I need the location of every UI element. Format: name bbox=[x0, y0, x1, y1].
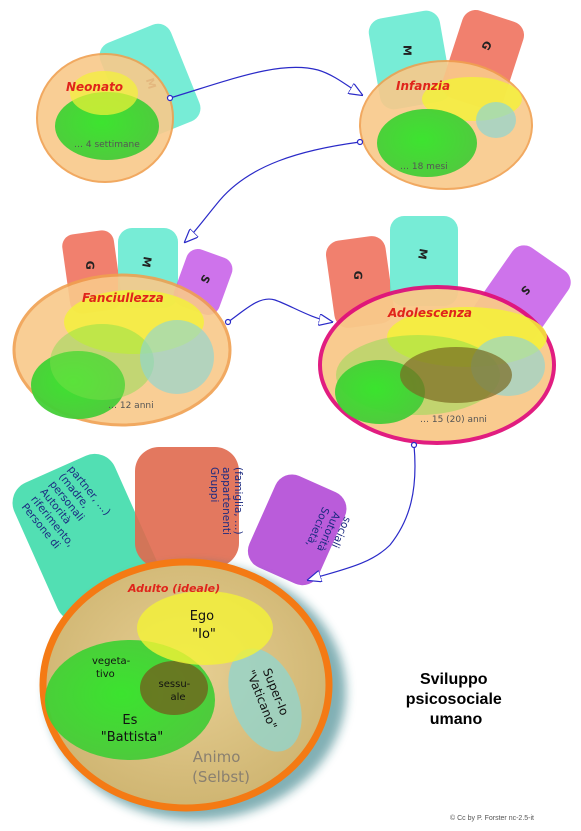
green-area bbox=[31, 351, 125, 419]
stage-title-adolescenza: Adolescenza bbox=[387, 306, 472, 320]
age-fanciullezza: … 12 anni bbox=[108, 401, 154, 411]
ego-label: Ego "Io" bbox=[190, 609, 219, 642]
tab-m-label: M bbox=[400, 45, 413, 56]
stage-fanciullezza: G M S Fanciullezza … 12 anni bbox=[12, 228, 233, 427]
super-io-area bbox=[228, 648, 302, 752]
adult-title: Adulto (ideale) bbox=[127, 582, 220, 595]
stage-adolescenza: G M S Adolescenza … 15 (20) anni bbox=[318, 216, 571, 445]
arrow-adolescenza-adulto bbox=[308, 444, 416, 580]
credit-text: © Cc by P. Forster nc-2.5-it bbox=[450, 814, 534, 822]
arrow-origin-dot bbox=[166, 94, 174, 102]
arrow-origin-dot bbox=[356, 138, 364, 146]
tab-g-label: G bbox=[351, 271, 364, 280]
stage-infanzia: M G Infanzia … 18 mesi bbox=[359, 10, 533, 190]
tab-m-adolescenza: M bbox=[390, 216, 458, 306]
green-area bbox=[377, 109, 477, 177]
teal-area bbox=[476, 102, 516, 138]
vegetativo-label: vegeta- tivo bbox=[92, 656, 133, 680]
teal-area bbox=[140, 320, 214, 394]
tab-societa-autorita: Società, Autorità sociali bbox=[247, 474, 353, 586]
es-label: Es "Battista" bbox=[101, 713, 164, 745]
arrow-fanciullezza-adolescenza bbox=[227, 298, 332, 322]
age-infanzia: … 18 mesi bbox=[400, 162, 448, 172]
ego-area bbox=[137, 591, 273, 665]
diagram-caption: Sviluppo psicosociale umano bbox=[406, 671, 507, 728]
stage-neonato: M Neonato … 4 settimane bbox=[36, 23, 201, 183]
green-area-faint bbox=[50, 324, 154, 400]
age-neonato: … 4 settimane bbox=[74, 140, 140, 150]
stage-title-infanzia: Infanzia bbox=[396, 79, 450, 93]
stage-title-neonato: Neonato bbox=[66, 80, 123, 94]
sessuale-label: sessu- ale bbox=[159, 679, 194, 703]
sessuale-area bbox=[140, 661, 208, 715]
stage-adulto: Persone di riferimento, Autorità persona… bbox=[12, 447, 353, 820]
animo-label: Animo (Selbst) bbox=[192, 748, 250, 786]
arrow-origin-dot bbox=[224, 318, 232, 326]
tab-m-label: M bbox=[415, 247, 430, 260]
arrow-infanzia-fanciullezza bbox=[185, 141, 361, 242]
tab-g-label: G bbox=[83, 261, 96, 270]
stage-title-fanciullezza: Fanciullezza bbox=[82, 291, 164, 305]
dark-overlap-area bbox=[400, 347, 512, 403]
arrow-origin-dot bbox=[410, 441, 418, 449]
arrows bbox=[166, 66, 418, 580]
age-adolescenza: … 15 (20) anni bbox=[420, 415, 487, 425]
arrow-neonato-infanzia bbox=[169, 66, 362, 99]
tab-gruppi-appartenenti: Gruppi appartenenti (famiglia, …) bbox=[135, 447, 244, 567]
tab-m-label: M bbox=[139, 255, 154, 268]
yellow-area bbox=[70, 71, 138, 115]
tab-gruppi-text: Gruppi appartenenti (famiglia, …) bbox=[208, 467, 244, 538]
